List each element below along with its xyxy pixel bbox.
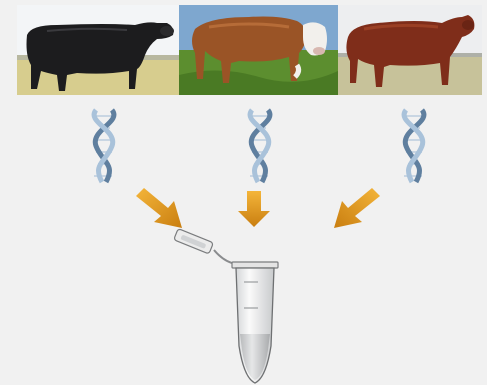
microcentrifuge-tube-icon <box>170 228 285 385</box>
red-cow-photo <box>338 5 482 95</box>
dna-helix-icon <box>392 108 436 184</box>
dna-helix-icon <box>238 108 282 184</box>
arrow-down-right-icon <box>132 186 188 232</box>
black-cow-photo <box>17 5 179 95</box>
arrow-down-icon <box>236 189 272 229</box>
arrow-down-left-icon <box>328 186 384 232</box>
dna-helix-icon <box>82 108 126 184</box>
red-white-faced-cow-photo <box>179 5 338 95</box>
